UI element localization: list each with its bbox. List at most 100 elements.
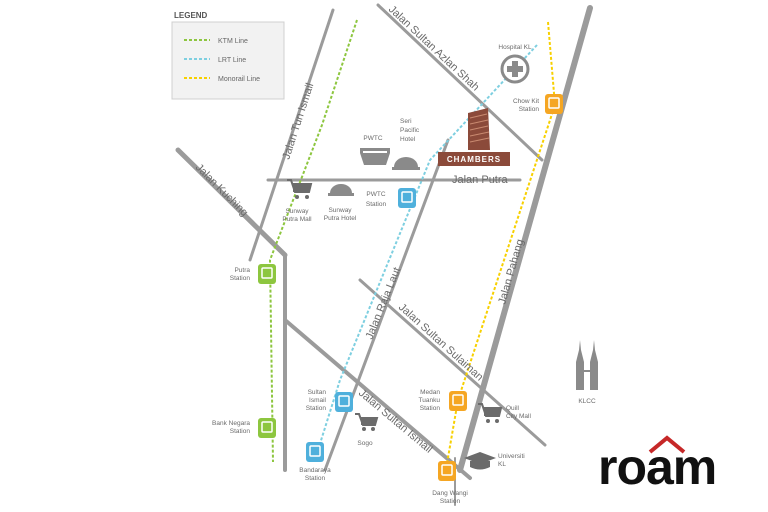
quill-label-1: Quill (506, 405, 520, 412)
station-putra-label-2: Station (230, 275, 251, 282)
train-icon (401, 191, 413, 203)
station-pwtc-marker[interactable] (398, 188, 416, 208)
station-medan-tuanku-label-1: Medan (420, 389, 440, 396)
sunway-mall-cart-wheel-left (295, 195, 299, 199)
label-jalan-sultan-sulaiman: Jalan Sultan Sulaiman (396, 301, 485, 383)
chambers-label: CHAMBERS (447, 155, 501, 164)
klcc-label: KLCC (578, 398, 596, 405)
graduation-cap-base (470, 461, 490, 470)
pwtc-landmark: PWTC (360, 135, 390, 165)
hospital-landmark: Hospital KL (498, 44, 532, 84)
pwtc-building-icon (360, 148, 390, 165)
klcc-landmark: KLCC (576, 340, 598, 405)
seri-pacific-label-2: Pacific (400, 127, 420, 134)
seri-pacific-label-1: Seri (400, 118, 412, 125)
station-chow-kit[interactable]: Chow Kit Station (513, 94, 563, 114)
train-icon (261, 267, 273, 279)
roof-icon (648, 435, 686, 454)
station-dang-wangi-marker[interactable] (438, 461, 456, 481)
station-pwtc[interactable]: PWTC Station (366, 188, 416, 208)
roam-logo-roof (648, 435, 686, 454)
seri-pacific-hotel-icon (394, 157, 418, 167)
rail-lines (268, 19, 557, 476)
train-icon (441, 464, 453, 476)
train-icon (338, 395, 350, 407)
road-jalan-sultan-sulaiman (358, 278, 547, 447)
klcc-skybridge (583, 370, 591, 372)
station-bandaraya-label-1: Bandaraya (299, 467, 331, 474)
station-putra-marker[interactable] (258, 264, 276, 284)
label-jalan-putra: Jalan Putra (452, 174, 509, 186)
station-sultan-ismail-marker[interactable] (335, 392, 353, 412)
legend-ktm-label: KTM Line (218, 38, 248, 45)
station-putra-label-1: Putra (234, 267, 250, 274)
station-bandaraya-marker[interactable] (306, 442, 324, 462)
train-icon (452, 394, 464, 406)
train-icon (309, 445, 321, 457)
station-chow-kit-label-2: Station (519, 106, 540, 113)
station-bank-negara[interactable]: Bank Negara Station (212, 418, 276, 438)
quill-cart-wheel-right (495, 419, 499, 423)
quill-landmark: Quill City Mall (478, 403, 531, 423)
station-pwtc-label-1: PWTC (366, 191, 385, 198)
road-jalan-tun-ismail (248, 8, 335, 262)
station-sultan-ismail-label-3: Station (306, 405, 327, 412)
universiti-label-2: KL (498, 461, 506, 468)
station-putra[interactable]: Putra Station (230, 264, 276, 284)
station-medan-tuanku-marker[interactable] (449, 391, 467, 411)
sogo-landmark: Sogo (355, 413, 379, 447)
road-jalan-sultan-ismail (283, 318, 472, 480)
sunway-hotel-tray (328, 193, 354, 196)
station-dang-wangi[interactable]: Dang Wangi Station (432, 461, 468, 505)
sunway-hotel-landmark: Sunway Putra Hotel (324, 184, 357, 222)
label-jalan-kuching: Jalan Kuching (193, 162, 250, 219)
quill-cart-wheel-left (486, 419, 490, 423)
chambers-tower-icon (468, 108, 490, 150)
station-medan-tuanku-label-3: Station (420, 405, 441, 412)
klcc-tower-right-icon (590, 340, 598, 390)
klcc-tower-left-icon (576, 340, 584, 390)
label-jalan-sultan-azlan-shah: Jalan Sultan Azlan Shah (386, 3, 481, 93)
lrt-line (317, 44, 538, 451)
ktm-line (268, 19, 358, 463)
station-bank-negara-label-1: Bank Negara (212, 420, 250, 427)
station-bank-negara-label-2: Station (230, 428, 251, 435)
station-chow-kit-label-1: Chow Kit (513, 98, 539, 105)
sunway-mall-cart-wheel-right (305, 195, 309, 199)
roam-logo: roam (598, 439, 717, 495)
station-bank-negara-marker[interactable] (258, 418, 276, 438)
seri-pacific-hotel-tray (392, 167, 420, 170)
station-chow-kit-marker[interactable] (545, 94, 563, 114)
label-jalan-tun-ismail: Jalan Tun Ismail (280, 82, 316, 161)
station-pwtc-label-2: Station (366, 201, 387, 208)
station-bandaraya[interactable]: Bandaraya Station (299, 442, 331, 482)
universiti-label-1: Universiti (498, 453, 525, 460)
station-sultan-ismail-label-1: Sultan (308, 389, 327, 396)
chambers-banner (438, 152, 510, 166)
legend-box (171, 21, 285, 100)
station-sultan-ismail[interactable]: Sultan Ismail Station (306, 389, 353, 412)
station-bandaraya-label-2: Station (305, 475, 326, 482)
sogo-cart-wheel-right (371, 427, 375, 431)
legend-title: LEGEND (174, 11, 208, 20)
station-medan-tuanku-label-2: Tuanku (419, 397, 441, 404)
train-icon (261, 421, 273, 433)
sunway-hotel-label-2: Putra Hotel (324, 215, 357, 222)
sunway-mall-label-2: Putra Mall (282, 216, 312, 223)
quill-cart-basket (484, 408, 500, 416)
pwtc-building-detail (363, 151, 387, 153)
station-medan-tuanku[interactable]: Medan Tuanku Station (419, 389, 467, 412)
legend: LEGEND KTM Line LRT Line Monorail Line (171, 11, 285, 100)
legend-lrt-label: LRT Line (218, 57, 246, 64)
road-jalan-kuching (175, 147, 288, 258)
sogo-cart-basket (361, 418, 376, 425)
chambers-tower-lines (469, 113, 490, 143)
road-jalan-sultan-azlan-shah (376, 3, 544, 162)
seri-pacific-label-3: Hotel (400, 136, 416, 143)
sunway-mall-label-1: Sunway (285, 208, 309, 215)
roads (175, 3, 593, 506)
sogo-cart-wheel-left (362, 427, 366, 431)
chambers-building: CHAMBERS (438, 108, 510, 166)
